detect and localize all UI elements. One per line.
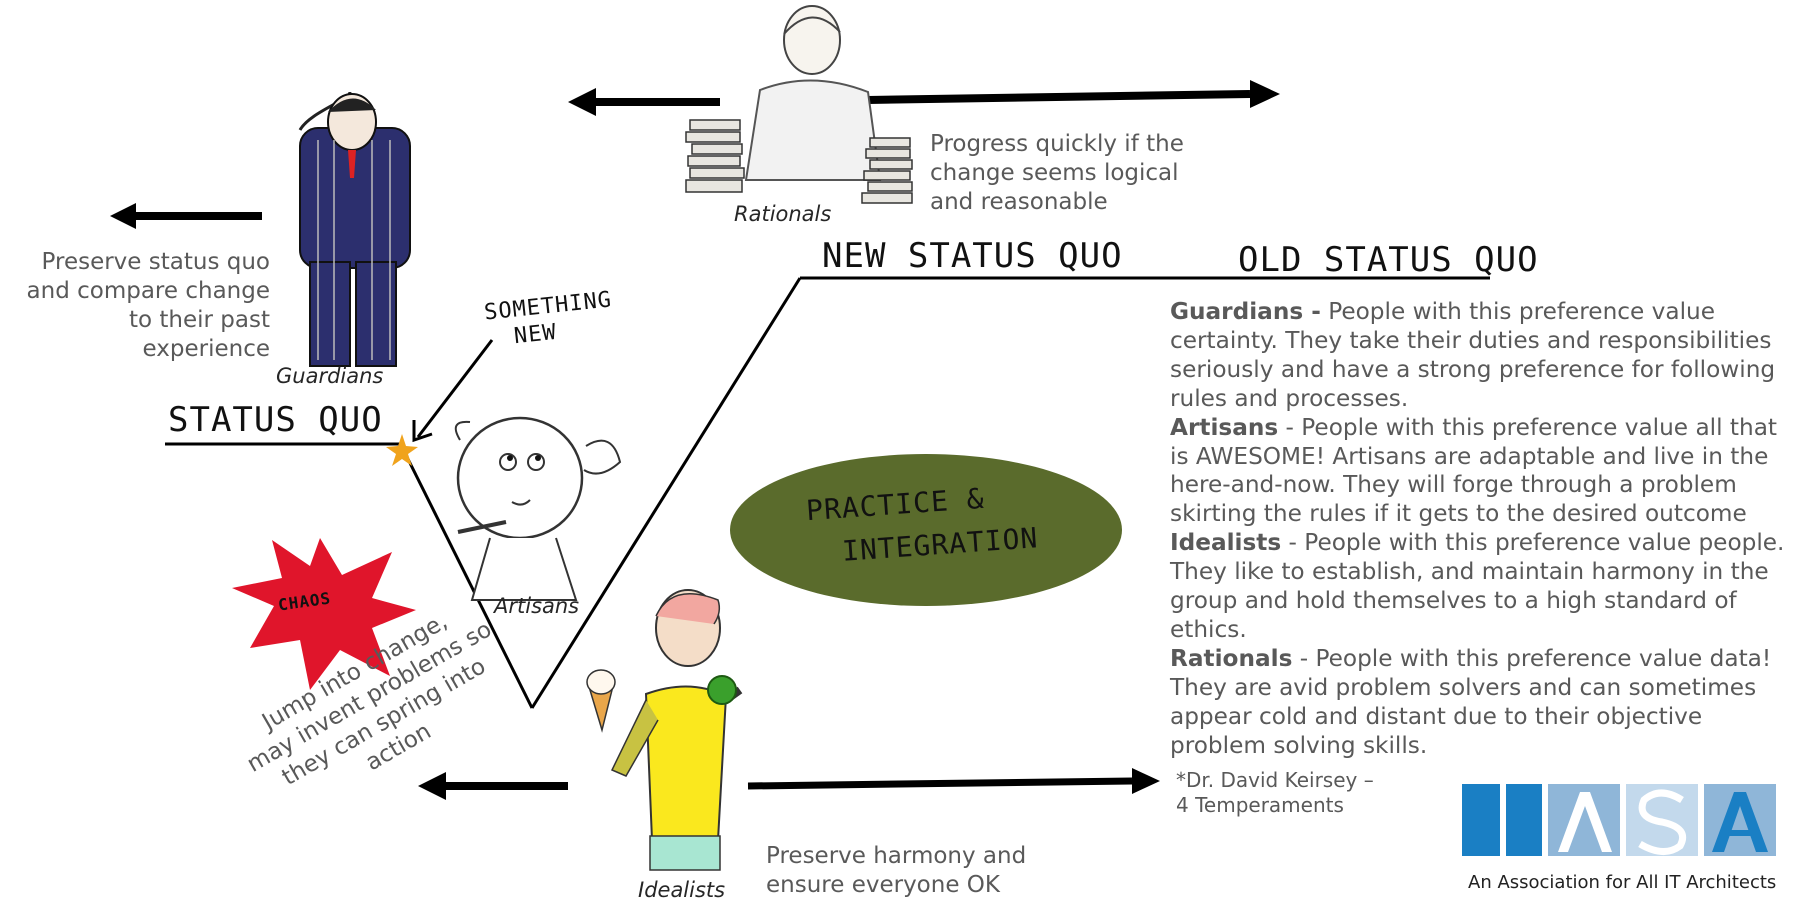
arrow-something-new [412, 339, 494, 443]
description-text: - People with this preference value data… [1170, 644, 1772, 759]
chaos-burst [232, 538, 416, 690]
idealist-figure [586, 589, 743, 871]
description-term: Idealists [1170, 529, 1282, 557]
description-term: Rationals [1170, 644, 1293, 672]
guardian-figure [298, 91, 411, 367]
idealists-reaction: Preserve harmony and ensure everyone OK [766, 842, 1026, 900]
description-artisans: Artisans - People with this preference v… [1170, 414, 1790, 530]
description-term: Artisans [1170, 413, 1279, 441]
rationals-reaction-line: change seems logical [930, 160, 1179, 186]
new-status-quo-label: NEW STATUS QUO [822, 236, 1123, 276]
guardians-reaction-line: experience [142, 336, 270, 362]
artisans-caption: Artisans [494, 594, 580, 618]
arrow-idealists-left [418, 772, 568, 800]
rationals-reaction-line: and reasonable [930, 189, 1108, 215]
old-status-quo-label: OLD STATUS QUO [1238, 240, 1539, 280]
temperament-descriptions: Guardians - People with this preference … [1170, 298, 1790, 761]
rationals-caption: Rationals [734, 202, 832, 226]
arrow-rationals-left [568, 88, 720, 116]
arrow-idealists-right [747, 768, 1160, 794]
status-quo-label: STATUS QUO [168, 400, 383, 440]
artisan-figure [454, 416, 622, 601]
description-idealists: Idealists - People with this preference … [1170, 529, 1790, 645]
something-new-label-line2: NEW [512, 319, 558, 350]
citation-line: 4 Temperaments [1176, 793, 1344, 817]
practice-integration-blob [730, 454, 1122, 606]
logo-tagline: An Association for All IT Architects [1468, 872, 1777, 893]
citation: *Dr. David Keirsey – 4 Temperaments [1176, 768, 1374, 818]
guardians-reaction: Preserve status quo and compare change t… [0, 248, 270, 364]
guardians-caption: Guardians [276, 364, 384, 388]
curve-descent [400, 446, 534, 709]
curve-ascent [530, 277, 802, 709]
description-term: Guardians - [1170, 298, 1321, 325]
description-text: - People with this preference value peop… [1170, 529, 1785, 643]
idealists-caption: Idealists [638, 878, 726, 902]
arrow-rationals-right [867, 80, 1280, 108]
guardians-reaction-line: Preserve status quo [41, 249, 270, 275]
description-text: - People with this preference value all … [1170, 413, 1777, 528]
idealists-reaction-line: Preserve harmony and [766, 843, 1027, 869]
description-text: People with this preference value certai… [1170, 298, 1776, 412]
rationals-reaction-line: Progress quickly if the [930, 131, 1184, 157]
rational-figure [685, 5, 913, 204]
guardians-reaction-line: and compare change [26, 278, 270, 304]
guardians-reaction-line: to their past [129, 307, 270, 333]
citation-line: *Dr. David Keirsey – [1176, 768, 1374, 792]
arrow-guardians-left [110, 203, 262, 229]
rationals-reaction: Progress quickly if the change seems log… [930, 130, 1184, 217]
change-start-star [386, 434, 418, 466]
idealists-reaction-line: ensure everyone OK [766, 872, 1000, 898]
description-guardians: Guardians - People with this preference … [1170, 298, 1790, 414]
iasa-logo [1462, 784, 1776, 856]
description-rationals: Rationals - People with this preference … [1170, 645, 1790, 761]
